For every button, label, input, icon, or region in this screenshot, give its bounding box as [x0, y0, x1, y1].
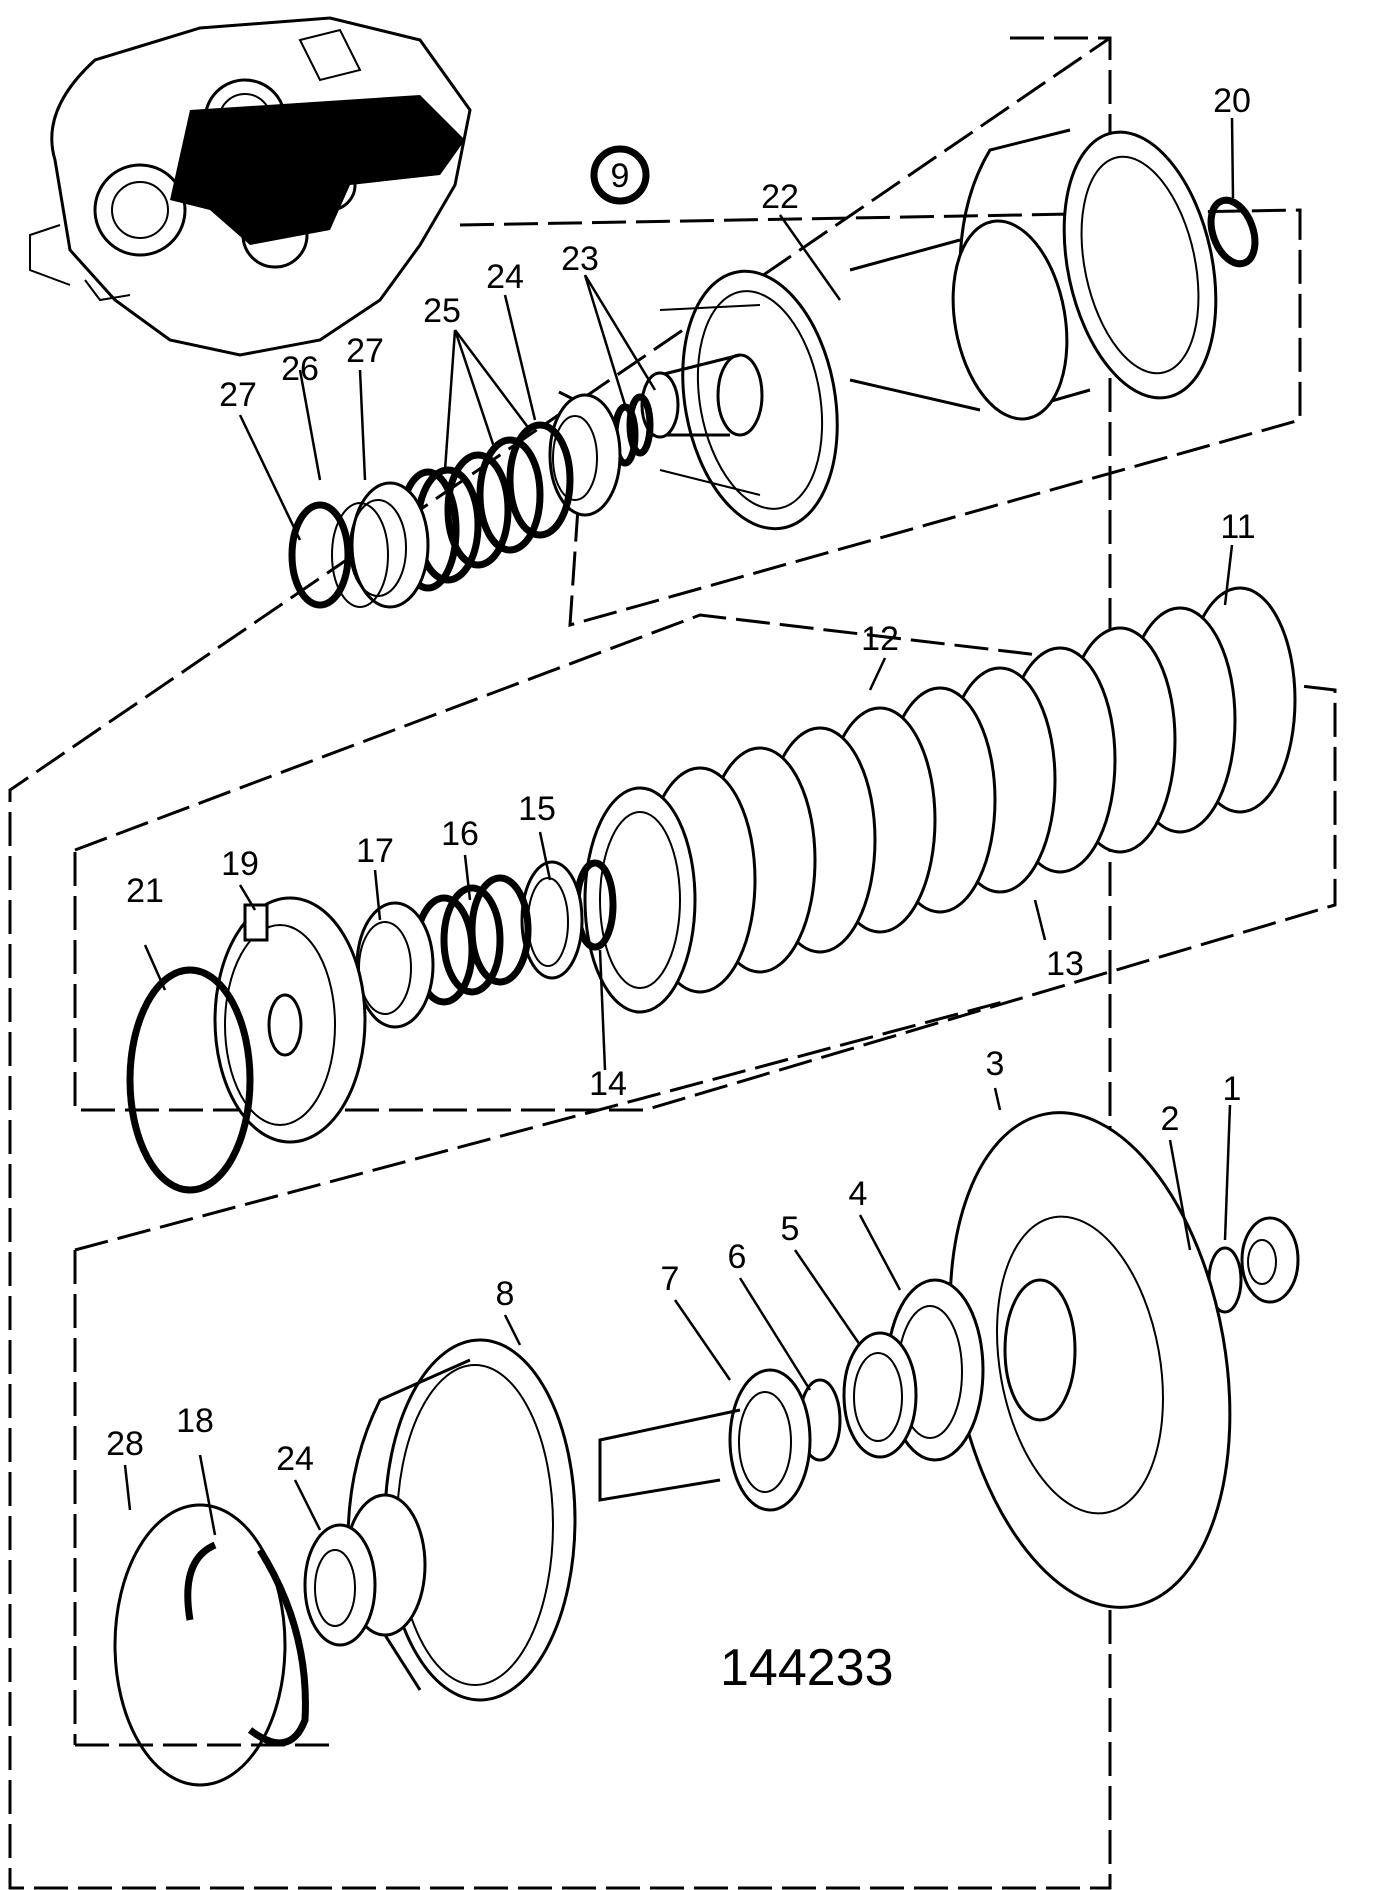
callout-19: 19 — [221, 845, 259, 883]
callout-16: 16 — [441, 815, 479, 853]
callout-24-top: 24 — [486, 258, 524, 296]
snap-ring-18 — [184, 1541, 309, 1747]
callout-24-bottom: 24 — [276, 1440, 314, 1478]
callout-4: 4 — [849, 1175, 868, 1213]
callout-5: 5 — [781, 1210, 800, 1248]
ring-23a — [626, 393, 654, 457]
callout-14: 14 — [589, 1065, 627, 1103]
callout-22: 22 — [761, 178, 799, 216]
assembly-outline-output — [73, 998, 1011, 1747]
callout-25: 25 — [423, 292, 461, 330]
callout-20: 20 — [1213, 82, 1251, 120]
bearing-24-top — [548, 393, 622, 517]
clutch-plates-11-12-13 — [583, 586, 1297, 1014]
flange-3 — [948, 1111, 1232, 1609]
bearing-24-bottom — [303, 1523, 377, 1647]
callout-13: 13 — [1046, 945, 1084, 983]
callout-18: 18 — [176, 1402, 214, 1440]
ring-21 — [126, 966, 254, 1194]
callout-6: 6 — [728, 1238, 747, 1276]
callout-7: 7 — [661, 1260, 680, 1298]
callout-2: 2 — [1161, 1100, 1180, 1138]
callout-26: 26 — [281, 350, 319, 388]
callout-17: 17 — [356, 832, 394, 870]
callout-3: 3 — [986, 1045, 1005, 1083]
spring-16 — [412, 874, 532, 1006]
callout-8: 8 — [496, 1275, 515, 1313]
output-gear-8 — [343, 1338, 741, 1702]
callout-28: 28 — [106, 1425, 144, 1463]
callout-23: 23 — [561, 240, 599, 278]
callout-11: 11 — [1220, 508, 1255, 546]
nut-1 — [1240, 1216, 1300, 1304]
transmission-thumbnail — [29, 16, 472, 357]
callout-9: 9 — [611, 157, 630, 195]
assembly-outline-clutch — [73, 613, 1337, 1112]
gear-shaft-22 — [640, 219, 1069, 531]
callout-27-upper: 27 — [346, 332, 384, 370]
retainer-15 — [520, 860, 584, 980]
callout-15: 15 — [518, 790, 556, 828]
piston-17 — [355, 901, 435, 1029]
bearing-7 — [728, 1368, 812, 1512]
callout-21: 21 — [126, 872, 164, 910]
figure-number: 144233 — [720, 1639, 894, 1697]
callout-9-circle — [590, 145, 650, 205]
ring-28 — [113, 1503, 287, 1787]
bearing-5 — [842, 1331, 918, 1459]
callout-27-lower: 27 — [219, 376, 257, 414]
callout-12: 12 — [861, 620, 899, 658]
leader-lines — [123, 117, 1235, 1536]
seal-ring-27a — [288, 501, 352, 609]
piston-26 — [331, 481, 430, 609]
callout-1: 1 — [1223, 1070, 1242, 1108]
snap-ring-20 — [1207, 196, 1259, 268]
